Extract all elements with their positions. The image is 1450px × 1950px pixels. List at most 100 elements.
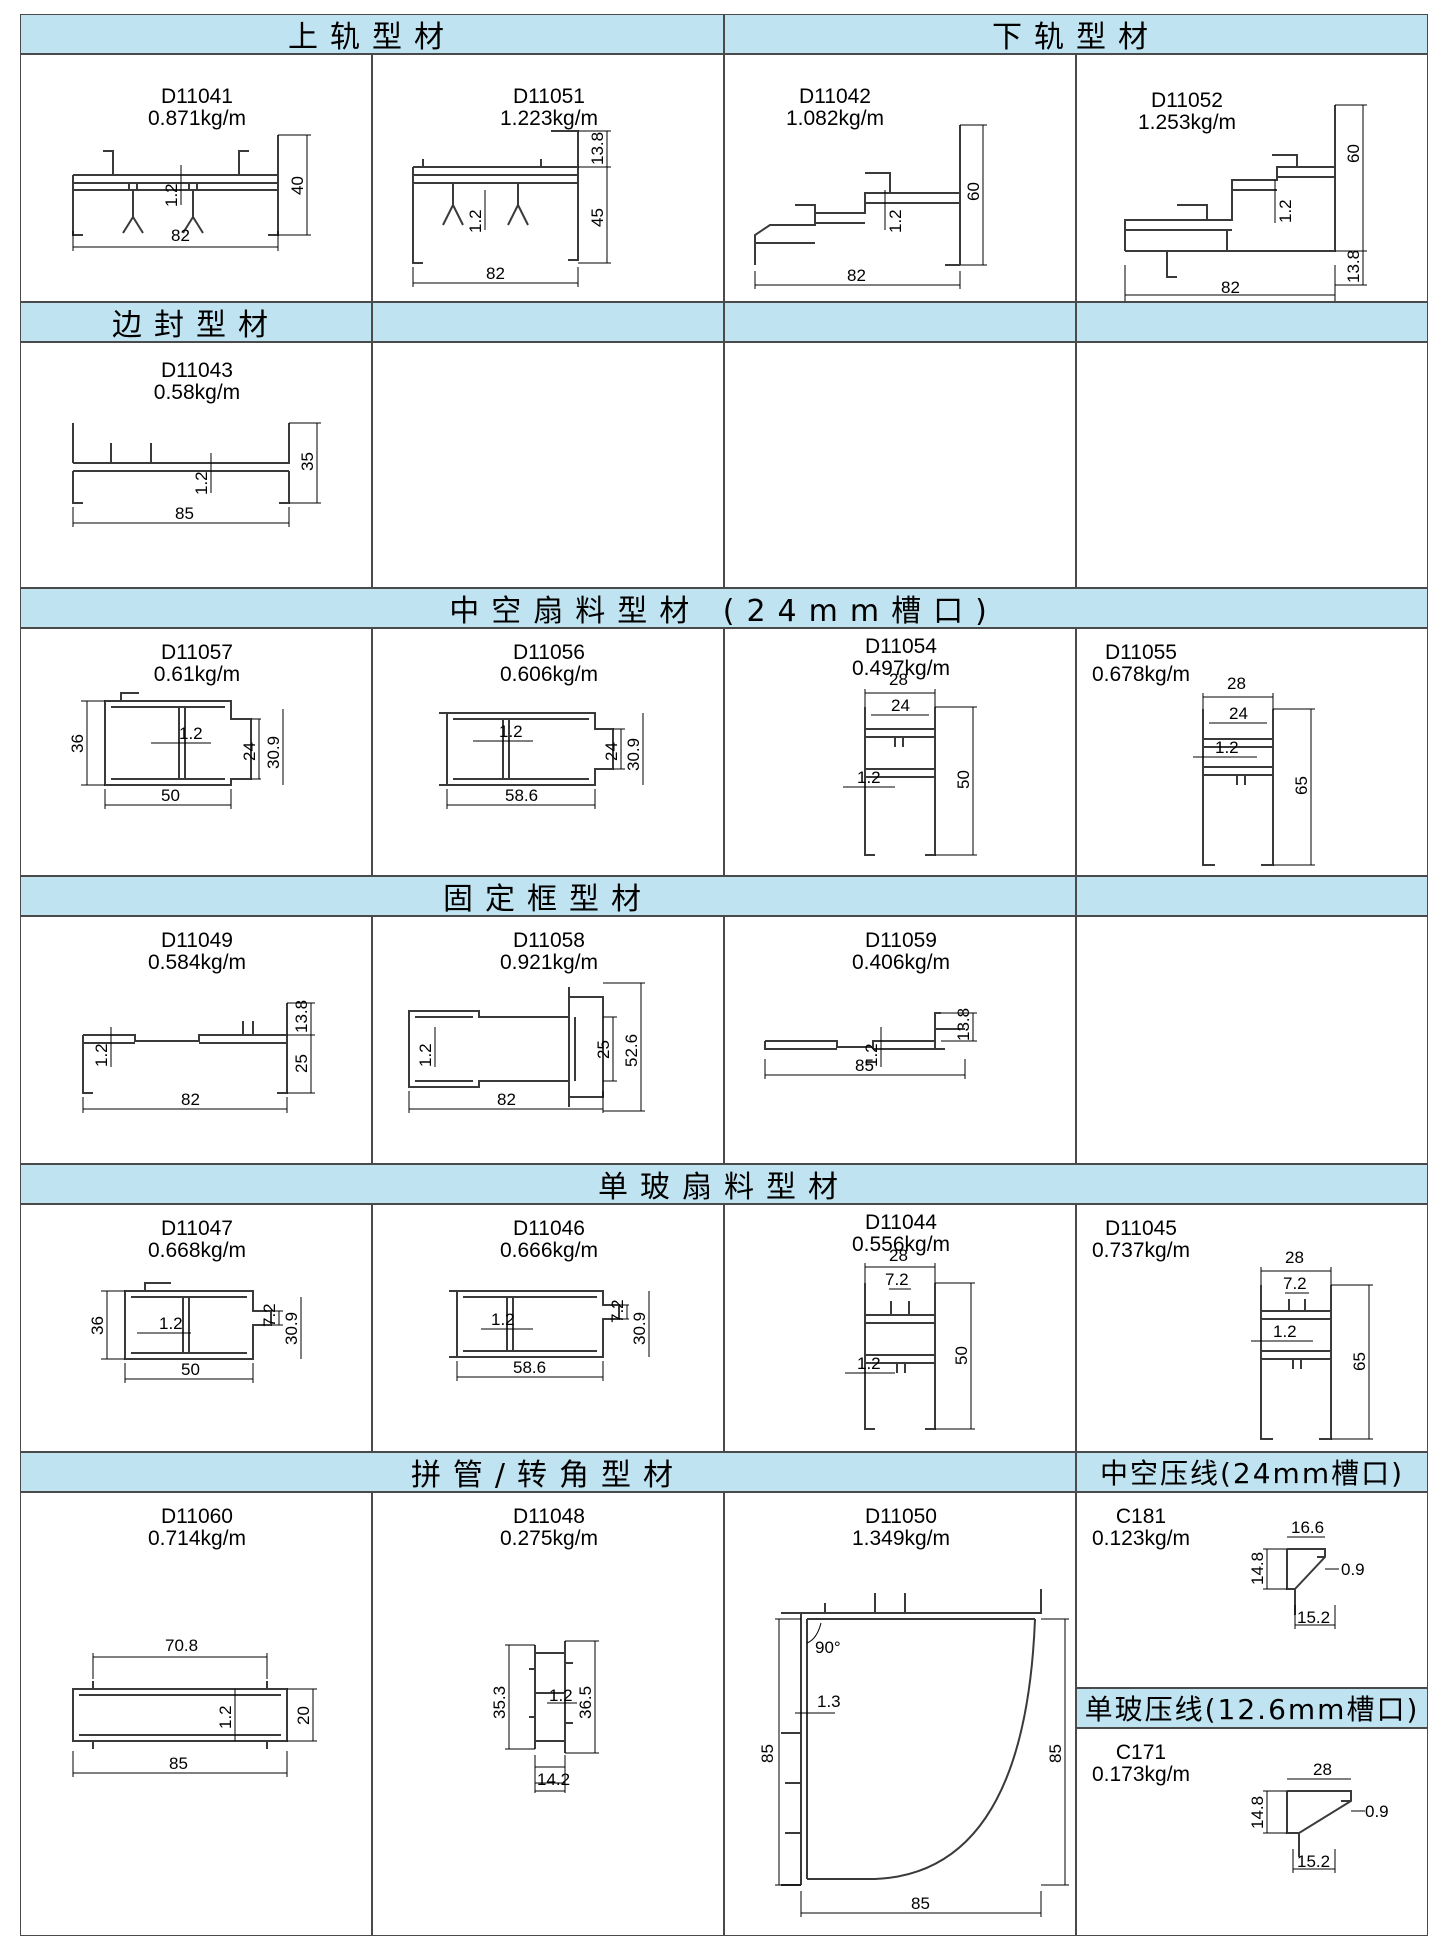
cell-empty-4 bbox=[1076, 916, 1428, 1164]
svg-text:0.497kg/m: 0.497kg/m bbox=[852, 657, 950, 680]
svg-text:D11052: D11052 bbox=[1151, 89, 1223, 112]
svg-text:60: 60 bbox=[964, 182, 983, 201]
svg-text:1.2: 1.2 bbox=[92, 1043, 111, 1067]
svg-text:D11043: D11043 bbox=[161, 359, 233, 382]
svg-text:1.2: 1.2 bbox=[416, 1043, 435, 1067]
profile-drawing-D11046: D11046 0.666kg/m 58.6 7.2 30.9 1.2 bbox=[449, 1217, 650, 1381]
svg-text:35: 35 bbox=[298, 452, 317, 471]
cell-C171: C171 0.173kg/m 28 14.8 15.2 0.9 bbox=[1076, 1728, 1428, 1936]
svg-text:52.6: 52.6 bbox=[622, 1034, 641, 1067]
svg-text:0.9: 0.9 bbox=[1341, 1560, 1365, 1579]
cell-D11043: D11043 0.58kg/m 85 35 1.2 bbox=[20, 342, 372, 588]
svg-text:0.871kg/m: 0.871kg/m bbox=[148, 107, 246, 130]
cell-D11041: D11041 0.871kg/m 82 40 1.2 bbox=[20, 54, 372, 302]
svg-text:36.5: 36.5 bbox=[576, 1686, 595, 1719]
svg-text:D11051: D11051 bbox=[513, 85, 585, 108]
cell-empty-3 bbox=[1076, 342, 1428, 588]
svg-text:16.6: 16.6 bbox=[1291, 1518, 1324, 1537]
svg-text:D11057: D11057 bbox=[161, 641, 233, 664]
profile-drawing-D11051: D11051 1.223kg/m 82 45 13.8 1.2 bbox=[412, 85, 611, 287]
svg-text:1.2: 1.2 bbox=[862, 1043, 881, 1067]
cell-D11054: D11054 0.497kg/m 28 24 50 1.2 bbox=[724, 628, 1076, 876]
profile-drawing-D11057: D11057 0.61kg/m 50 36 24 30.9 1.2 bbox=[68, 641, 284, 809]
svg-text:1.223kg/m: 1.223kg/m bbox=[500, 107, 598, 130]
svg-text:30.9: 30.9 bbox=[264, 736, 283, 769]
svg-text:85: 85 bbox=[855, 1056, 874, 1075]
svg-text:0.678kg/m: 0.678kg/m bbox=[1092, 663, 1190, 686]
svg-text:0.606kg/m: 0.606kg/m bbox=[500, 663, 598, 686]
header-empty-3 bbox=[1076, 302, 1428, 342]
header-top-rail: 上轨型材 bbox=[20, 14, 724, 55]
svg-text:82: 82 bbox=[171, 226, 190, 245]
svg-text:36: 36 bbox=[88, 1316, 107, 1335]
cell-D11049: D11049 0.584kg/m 82 25 13.8 1.2 bbox=[20, 916, 372, 1164]
cell-C181: C181 0.123kg/m 16.6 14.8 15.2 0.9 bbox=[1076, 1492, 1428, 1688]
svg-text:0.668kg/m: 0.668kg/m bbox=[148, 1239, 246, 1262]
svg-text:0.714kg/m: 0.714kg/m bbox=[148, 1527, 246, 1550]
header-bottom-rail: 下轨型材 bbox=[724, 14, 1428, 55]
cell-D11050: D11050 1.349kg/m 85 85 85 1.3 90° bbox=[724, 1492, 1076, 1936]
svg-text:0.666kg/m: 0.666kg/m bbox=[500, 1239, 598, 1262]
svg-text:24: 24 bbox=[240, 742, 259, 761]
header-empty-2 bbox=[724, 302, 1076, 342]
svg-text:28: 28 bbox=[889, 670, 908, 689]
cell-D11055: D11055 0.678kg/m 28 24 65 1.2 bbox=[1076, 628, 1428, 876]
svg-text:28: 28 bbox=[1227, 674, 1246, 693]
svg-text:D11058: D11058 bbox=[513, 929, 585, 952]
svg-text:1.349kg/m: 1.349kg/m bbox=[852, 1527, 950, 1550]
svg-text:1.2: 1.2 bbox=[499, 722, 523, 741]
svg-text:7.2: 7.2 bbox=[260, 1303, 279, 1327]
svg-text:14.8: 14.8 bbox=[1248, 1552, 1267, 1585]
svg-text:58.6: 58.6 bbox=[513, 1358, 546, 1377]
svg-text:50: 50 bbox=[952, 1346, 971, 1365]
svg-text:15.2: 15.2 bbox=[1297, 1852, 1330, 1871]
svg-text:50: 50 bbox=[161, 786, 180, 805]
svg-text:65: 65 bbox=[1350, 1352, 1369, 1371]
cell-D11057: D11057 0.61kg/m 50 36 24 30.9 1.2 bbox=[20, 628, 372, 876]
cell-D11048: D11048 0.275kg/m 14.2 35.3 36.5 1.2 bbox=[372, 1492, 724, 1936]
profile-drawing-D11060: D11060 0.714kg/m 70.8 85 20 1.2 bbox=[72, 1505, 317, 1777]
svg-text:50: 50 bbox=[954, 770, 973, 789]
header-empty-1 bbox=[372, 302, 724, 342]
profile-drawing-D11049: D11049 0.584kg/m 82 25 13.8 1.2 bbox=[82, 929, 315, 1113]
svg-text:85: 85 bbox=[175, 504, 194, 523]
svg-text:0.584kg/m: 0.584kg/m bbox=[148, 951, 246, 974]
profile-drawing-D11050: D11050 1.349kg/m 85 85 85 1.3 90° bbox=[758, 1505, 1069, 1917]
svg-text:7.2: 7.2 bbox=[885, 1270, 909, 1289]
cell-empty-2 bbox=[724, 342, 1076, 588]
profile-drawing-D11043: D11043 0.58kg/m 85 35 1.2 bbox=[72, 359, 321, 527]
header-single-bead: 单玻压线(12.6mm槽口) bbox=[1076, 1688, 1428, 1728]
cell-D11056: D11056 0.606kg/m 58.6 24 30.9 1.2 bbox=[372, 628, 724, 876]
profile-drawing-D11048: D11048 0.275kg/m 14.2 35.3 36.5 1.2 bbox=[490, 1505, 599, 1793]
svg-text:D11048: D11048 bbox=[513, 1505, 585, 1528]
svg-text:82: 82 bbox=[847, 266, 866, 285]
cell-D11045: D11045 0.737kg/m 28 7.2 65 1.2 bbox=[1076, 1204, 1428, 1452]
profile-catalog-sheet: 上轨型材 下轨型材 D11041 0.871kg/m 82 40 1.2 D11… bbox=[20, 14, 1428, 1936]
svg-text:D11055: D11055 bbox=[1105, 641, 1177, 664]
header-hollow-sash: 中空扇料型材 (24mm槽口) bbox=[20, 588, 1428, 629]
svg-text:1.2: 1.2 bbox=[491, 1310, 515, 1329]
svg-text:1.3: 1.3 bbox=[817, 1692, 841, 1711]
svg-text:45: 45 bbox=[588, 208, 607, 227]
svg-text:60: 60 bbox=[1344, 144, 1363, 163]
svg-text:1.2: 1.2 bbox=[179, 724, 203, 743]
profile-drawing-D11044: D11044 0.556kg/m 28 7.2 50 1.2 bbox=[845, 1211, 975, 1430]
svg-text:1.253kg/m: 1.253kg/m bbox=[1138, 111, 1236, 134]
profile-drawing-C181: C181 0.123kg/m 16.6 14.8 15.2 0.9 bbox=[1092, 1505, 1365, 1629]
svg-text:24: 24 bbox=[602, 742, 621, 761]
svg-text:D11054: D11054 bbox=[865, 635, 937, 658]
profile-drawing-D11052: D11052 1.253kg/m 82 60 13.8 1.2 bbox=[1124, 89, 1367, 301]
profile-drawing-D11056: D11056 0.606kg/m 58.6 24 30.9 1.2 bbox=[439, 641, 644, 809]
svg-text:C171: C171 bbox=[1116, 1741, 1166, 1764]
header-empty-4 bbox=[1076, 876, 1428, 916]
svg-text:1.2: 1.2 bbox=[886, 209, 905, 233]
svg-text:0.737kg/m: 0.737kg/m bbox=[1092, 1239, 1190, 1262]
svg-text:1.2: 1.2 bbox=[549, 1686, 573, 1705]
cell-D11058: D11058 0.921kg/m 82 25 52.6 1.2 bbox=[372, 916, 724, 1164]
profile-drawing-D11042: D11042 1.082kg/m 82 60 1.2 bbox=[754, 85, 987, 289]
svg-text:13.8: 13.8 bbox=[1344, 250, 1363, 283]
cell-D11047: D11047 0.668kg/m 50 36 7.2 30.9 1.2 bbox=[20, 1204, 372, 1452]
svg-text:28: 28 bbox=[889, 1246, 908, 1265]
svg-text:82: 82 bbox=[486, 264, 505, 283]
svg-text:85: 85 bbox=[169, 1754, 188, 1773]
